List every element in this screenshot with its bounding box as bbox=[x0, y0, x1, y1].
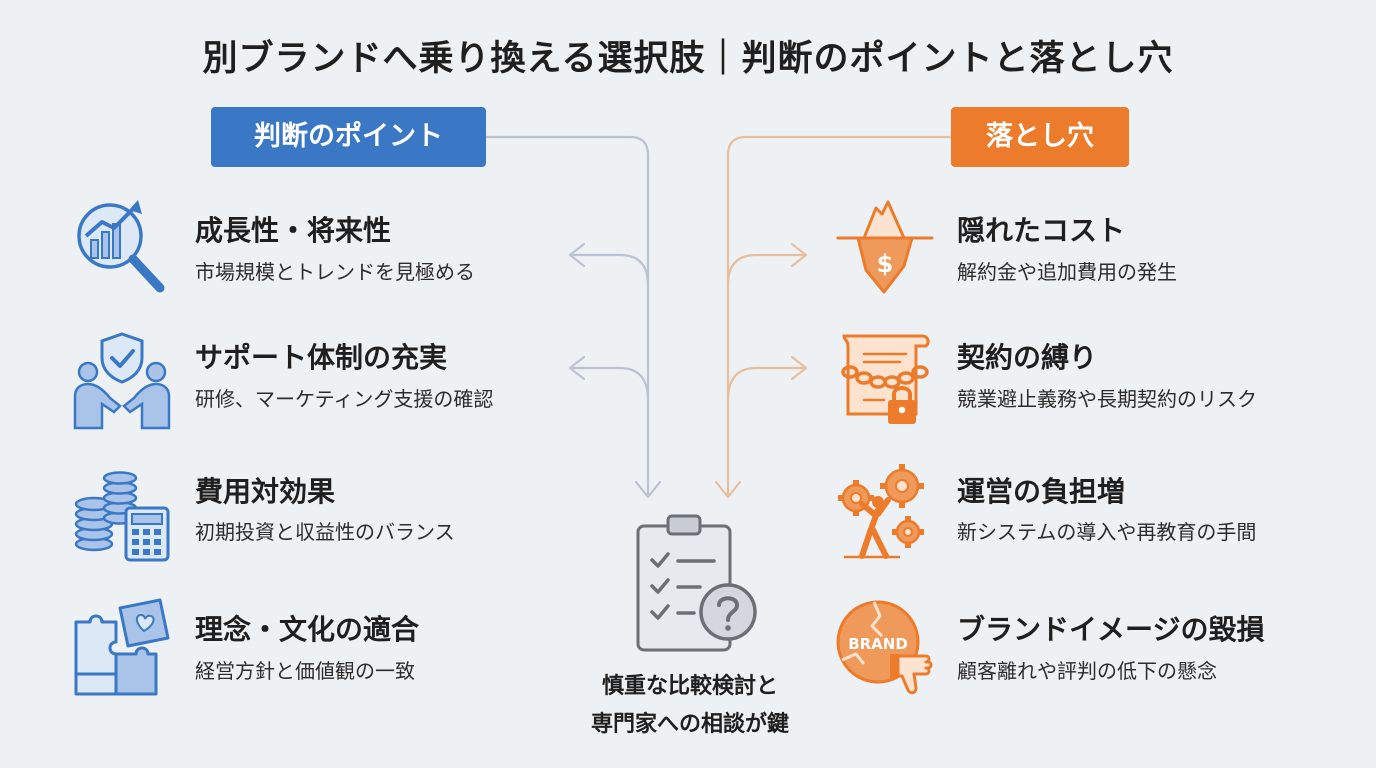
pitfall-title-contract: 契約の縛り bbox=[957, 341, 1098, 374]
points-tag: 判断のポイント bbox=[211, 107, 486, 167]
iceberg-dollar-icon: $ bbox=[834, 196, 934, 296]
pitfall-title-burden: 運営の負担増 bbox=[957, 475, 1126, 508]
contract-chain-lock-icon bbox=[834, 328, 934, 428]
point-desc-culture: 経営方針と価値観の一致 bbox=[195, 659, 415, 683]
gears-burden-icon bbox=[834, 460, 934, 560]
coins-calculator-icon bbox=[72, 464, 172, 564]
center-line-1: 慎重な比較検討と bbox=[601, 674, 778, 699]
shield-handshake-icon bbox=[72, 330, 172, 430]
center-conclusion: 慎重な比較検討と 専門家への相談が鍵 bbox=[540, 668, 840, 744]
pitfall-title-brand-image: ブランドイメージの毀損 bbox=[957, 613, 1265, 646]
point-title-support: サポート体制の充実 bbox=[195, 341, 448, 374]
pitfall-desc-burden: 新システムの導入や再教育の手間 bbox=[957, 520, 1257, 544]
pitfall-desc-hidden-cost: 解約金や追加費用の発生 bbox=[957, 260, 1177, 284]
pitfall-desc-contract: 競業避止義務や長期契約のリスク bbox=[957, 387, 1257, 411]
cracked-brand-thumbsdown-icon: BRAND bbox=[834, 596, 934, 696]
point-title-cost: 費用対効果 bbox=[195, 475, 336, 508]
page-title: 別ブランドへ乗り換える選択肢｜判断のポイントと落とし穴 bbox=[202, 39, 1174, 79]
point-desc-growth: 市場規模とトレンドを見極める bbox=[195, 260, 475, 284]
pitfall-title-hidden-cost: 隠れたコスト bbox=[957, 214, 1126, 247]
svg-text:$: $ bbox=[877, 250, 894, 278]
point-desc-support: 研修、マーケティング支援の確認 bbox=[195, 387, 494, 411]
point-desc-cost: 初期投資と収益性のバランス bbox=[195, 520, 455, 544]
pitfall-desc-brand-image: 顧客離れや評判の低下の懸念 bbox=[957, 659, 1217, 683]
clipboard-question-icon bbox=[628, 512, 768, 652]
growth-chart-magnifier-icon bbox=[72, 196, 172, 296]
center-line-2: 専門家への相談が鍵 bbox=[590, 712, 789, 737]
brand-icon-text: BRAND bbox=[848, 635, 908, 653]
point-title-growth: 成長性・将来性 bbox=[195, 214, 392, 247]
point-title-culture: 理念・文化の適合 bbox=[195, 613, 420, 646]
pitfalls-tag: 落とし穴 bbox=[951, 107, 1129, 167]
puzzle-heart-icon bbox=[72, 598, 172, 698]
